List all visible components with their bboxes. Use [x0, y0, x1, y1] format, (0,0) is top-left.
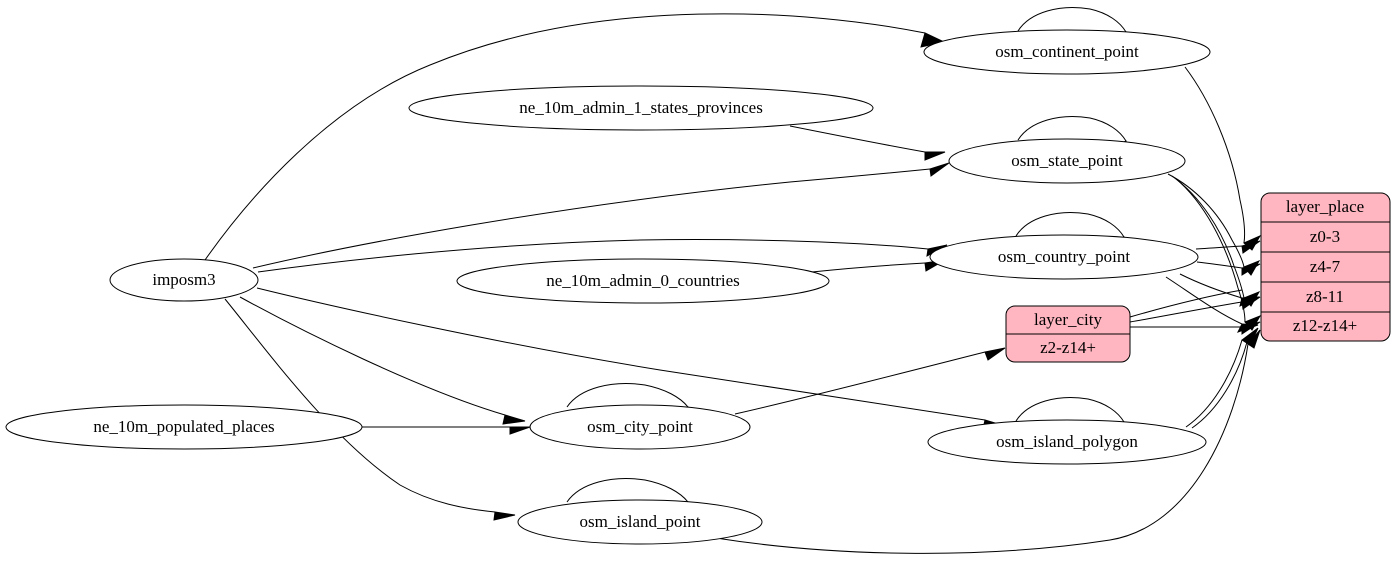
- imposm3-ellipse[interactable]: [109, 258, 259, 302]
- node-layer-place[interactable]: layer_place z0-3 z4-7 z8-11 z12-z14+: [1260, 192, 1391, 342]
- osm-island-polygon-ellipse[interactable]: [927, 419, 1207, 465]
- osm-island-point-ellipse[interactable]: [517, 499, 763, 545]
- edge-osm-city-point-to-layer-city: [734, 347, 1006, 415]
- layer-place-box[interactable]: [1260, 192, 1391, 342]
- osm-continent-point-ellipse[interactable]: [923, 29, 1211, 75]
- layer-place-row-z4-7[interactable]: z4-7: [1310, 257, 1341, 276]
- osm-state-point-label: osm_state_point: [1011, 151, 1123, 170]
- layer-place-row-z8-11[interactable]: z8-11: [1306, 287, 1344, 306]
- edge-osm-island-polygon-to-layer-place-alt: [1191, 341, 1248, 429]
- osm-city-point-label: osm_city_point: [587, 417, 693, 436]
- edge-osm-state-point-to-layer-place-z8-11: [1171, 175, 1261, 307]
- node-layer-city[interactable]: layer_city z2-z14+: [1005, 305, 1131, 363]
- node-osm-state-point[interactable]: osm_state_point: [948, 138, 1186, 184]
- osm-city-point-ellipse[interactable]: [529, 404, 751, 450]
- edge-osm-island-point-to-layer-place-z12-z14: [715, 329, 1261, 554]
- imposm3-label: imposm3: [152, 270, 215, 289]
- node-osm-island-polygon[interactable]: osm_island_polygon: [927, 419, 1207, 465]
- osm-island-point-label: osm_island_point: [580, 512, 701, 531]
- edge-osm-country-point-to-layer-place-z4-7: [1196, 261, 1261, 276]
- node-imposm3[interactable]: imposm3: [109, 258, 259, 302]
- node-osm-city-point[interactable]: osm_city_point: [529, 404, 751, 450]
- ne-countries-ellipse[interactable]: [456, 258, 830, 304]
- node-osm-island-point[interactable]: osm_island_point: [517, 499, 763, 545]
- layer-place-title: layer_place: [1286, 197, 1364, 216]
- ne-countries-label: ne_10m_admin_0_countries: [546, 271, 740, 290]
- osm-country-point-ellipse[interactable]: [929, 234, 1199, 280]
- layer-place-row-z12-z14[interactable]: z12-z14+: [1293, 316, 1357, 335]
- edge-osm-continent-point-to-layer-place-z0-3: [1184, 66, 1262, 251]
- node-ne-10m-populated-places[interactable]: ne_10m_populated_places: [5, 404, 363, 450]
- osm-state-point-ellipse[interactable]: [948, 138, 1186, 184]
- layer-city-row-z2-z14[interactable]: z2-z14+: [1040, 338, 1096, 357]
- node-osm-continent-point[interactable]: osm_continent_point: [923, 29, 1211, 75]
- edge-imposm3-to-osm-state-point: [252, 162, 950, 269]
- ne-states-label: ne_10m_admin_1_states_provinces: [519, 98, 763, 117]
- edge-layer-city-to-layer-place-z8-11: [1129, 296, 1261, 323]
- node-osm-country-point[interactable]: osm_country_point: [929, 234, 1199, 280]
- layer-place-row-z0-3[interactable]: z0-3: [1310, 227, 1340, 246]
- osm-country-point-label: osm_country_point: [998, 247, 1130, 266]
- edge-imposm3-to-osm-continent-point: [204, 13, 946, 261]
- edge-imposm3-to-osm-city-point: [239, 296, 526, 425]
- edge-ne-states-to-osm-state-point: [789, 125, 946, 161]
- ne-populated-ellipse[interactable]: [5, 404, 363, 450]
- ne-states-ellipse[interactable]: [408, 85, 874, 131]
- edge-ne-populated-to-osm-city-point: [362, 426, 531, 435]
- edge-ne-countries-to-osm-country-point: [811, 259, 946, 273]
- node-ne-10m-admin-1-states-provinces[interactable]: ne_10m_admin_1_states_provinces: [408, 85, 874, 131]
- edge-layer-city-to-layer-place-extra: [1129, 289, 1243, 318]
- edge-imposm3-to-osm-island-point: [224, 298, 516, 521]
- osm-continent-point-label: osm_continent_point: [995, 42, 1139, 61]
- edge-layer-city-to-layer-place-z12-z14: [1130, 321, 1261, 335]
- edge-osm-country-point-to-layer-place-z0-3: [1195, 240, 1261, 254]
- ne-populated-label: ne_10m_populated_places: [93, 417, 274, 436]
- node-ne-10m-admin-0-countries[interactable]: ne_10m_admin_0_countries: [456, 258, 830, 304]
- osm-island-polygon-label: osm_island_polygon: [996, 432, 1138, 451]
- layer-city-title: layer_city: [1034, 310, 1102, 329]
